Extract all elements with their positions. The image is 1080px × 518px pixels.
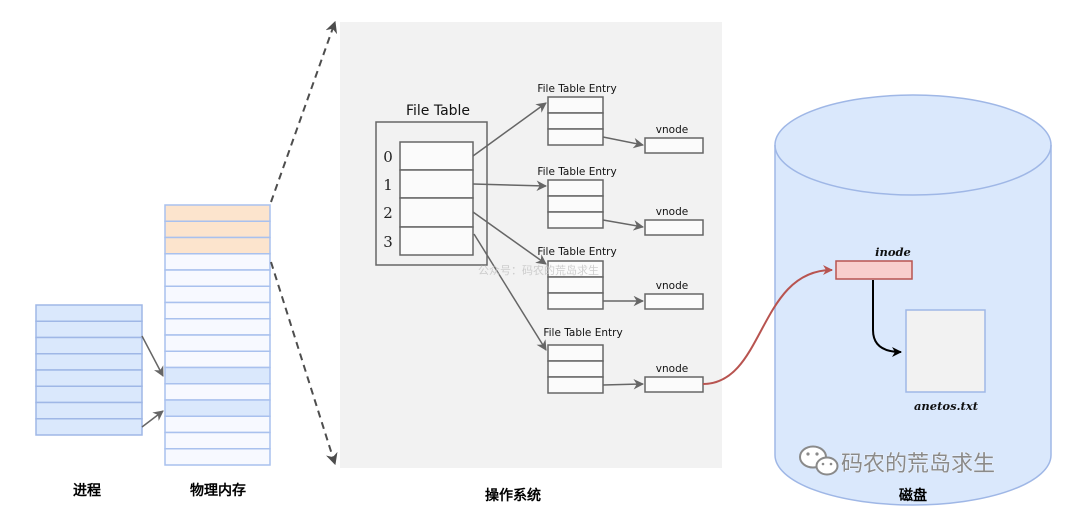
disk-top-rim — [774, 144, 1052, 196]
slot-to-entry-arrow — [473, 233, 547, 351]
vnode-box — [644, 376, 704, 393]
memory-row-process — [164, 366, 271, 385]
memory-row — [164, 350, 271, 369]
file-table-entry-label: File Table Entry — [537, 166, 616, 178]
process-row — [35, 418, 143, 436]
entry-field — [547, 376, 604, 394]
process-row — [35, 353, 143, 371]
vnode-to-inode-link — [702, 265, 833, 385]
entry-field — [547, 292, 604, 310]
disk-cylinder: inode anetos.txt — [774, 94, 1052, 506]
memory-row — [164, 253, 271, 271]
process-row — [35, 385, 143, 404]
physical-memory-label: 物理内存 — [190, 482, 246, 499]
vnode-box — [644, 219, 704, 236]
brand-watermark-text: 码农的荒岛求生 — [841, 452, 995, 477]
file-table-index: 2 — [383, 204, 393, 222]
file-table-entry-label: File Table Entry — [537, 246, 616, 258]
disk-label: 磁盘 — [899, 487, 927, 504]
entry-to-vnode-arrow — [602, 219, 645, 231]
memory-row-process — [164, 399, 271, 417]
inode-box — [835, 260, 913, 280]
slot-to-entry-arrow — [472, 180, 548, 191]
memory-row — [164, 448, 271, 466]
file-table: File Table 0 1 2 3 — [375, 103, 488, 266]
disk-body — [774, 94, 1052, 506]
process-to-memory-arrow — [141, 410, 164, 428]
memory-row — [164, 285, 271, 304]
file-table-entry-label: File Table Entry — [543, 327, 622, 339]
file-box — [905, 309, 986, 393]
entry-to-vnode-arrow — [602, 378, 645, 390]
vnode-label: vnode — [656, 363, 688, 375]
file-table-slot — [399, 226, 474, 256]
memory-row — [164, 334, 271, 352]
vnode-box — [644, 293, 704, 310]
vnode-label: vnode — [656, 124, 688, 136]
os-panel — [340, 22, 722, 468]
memory-row — [164, 415, 271, 434]
file-name-label: anetos.txt — [914, 399, 979, 413]
file-table-index: 1 — [383, 176, 393, 194]
process-row — [35, 401, 143, 420]
entry-field — [547, 128, 604, 146]
file-table-slot — [399, 141, 474, 171]
physical-memory-block — [164, 204, 271, 466]
zoom-line-bottom — [270, 261, 338, 466]
slot-to-entry-arrow — [472, 102, 547, 157]
memory-row-kernel — [164, 236, 271, 255]
entry-field — [547, 179, 604, 197]
memory-row — [164, 431, 271, 450]
vnode-label: vnode — [656, 206, 688, 218]
memory-row — [164, 318, 271, 336]
file-table-entry: File Table Entry vnode — [537, 83, 704, 154]
file-table-index: 3 — [383, 233, 393, 251]
entry-field — [547, 344, 604, 362]
zoom-line-top — [270, 20, 338, 203]
file-table-entry-label: File Table Entry — [537, 83, 616, 95]
vnode-box — [644, 137, 704, 154]
process-row — [35, 304, 143, 322]
slot-to-entry-arrow — [472, 211, 547, 265]
entry-field — [547, 96, 604, 114]
entry-field — [547, 360, 604, 378]
process-row — [35, 320, 143, 339]
process-to-memory-arrow — [141, 335, 164, 377]
entry-field — [547, 195, 604, 213]
file-table-title: File Table — [406, 103, 470, 119]
wechat-icon — [799, 445, 839, 476]
memory-row-kernel — [164, 220, 271, 239]
entry-field — [547, 211, 604, 229]
memory-row — [164, 269, 271, 287]
entry-to-vnode-arrow — [602, 136, 645, 149]
process-row — [35, 369, 143, 387]
inode-to-file-arrow — [872, 280, 902, 357]
file-table-entry: File Table Entry vnode — [537, 166, 704, 236]
memory-row-kernel — [164, 204, 271, 222]
file-table-frame — [375, 121, 488, 266]
file-table-slot — [399, 169, 474, 199]
file-table-index: 0 — [383, 148, 393, 166]
process-block — [35, 304, 143, 436]
entry-field — [547, 112, 604, 130]
process-row — [35, 336, 143, 355]
file-table-entry: File Table Entry vnode — [537, 246, 704, 310]
file-table-slot — [399, 197, 474, 228]
file-table-entry: File Table Entry vnode — [543, 327, 704, 394]
memory-row — [164, 301, 271, 320]
vnode-label: vnode — [656, 280, 688, 292]
operating-system-label: 操作系统 — [485, 487, 541, 504]
inode-label: inode — [875, 245, 911, 259]
entry-field — [547, 276, 604, 294]
process-label: 进程 — [73, 483, 101, 499]
inline-watermark: 公众号：码农的荒岛求生 — [478, 263, 599, 277]
memory-row — [164, 383, 271, 401]
brand-watermark: 码农的荒岛求生 — [799, 445, 995, 477]
